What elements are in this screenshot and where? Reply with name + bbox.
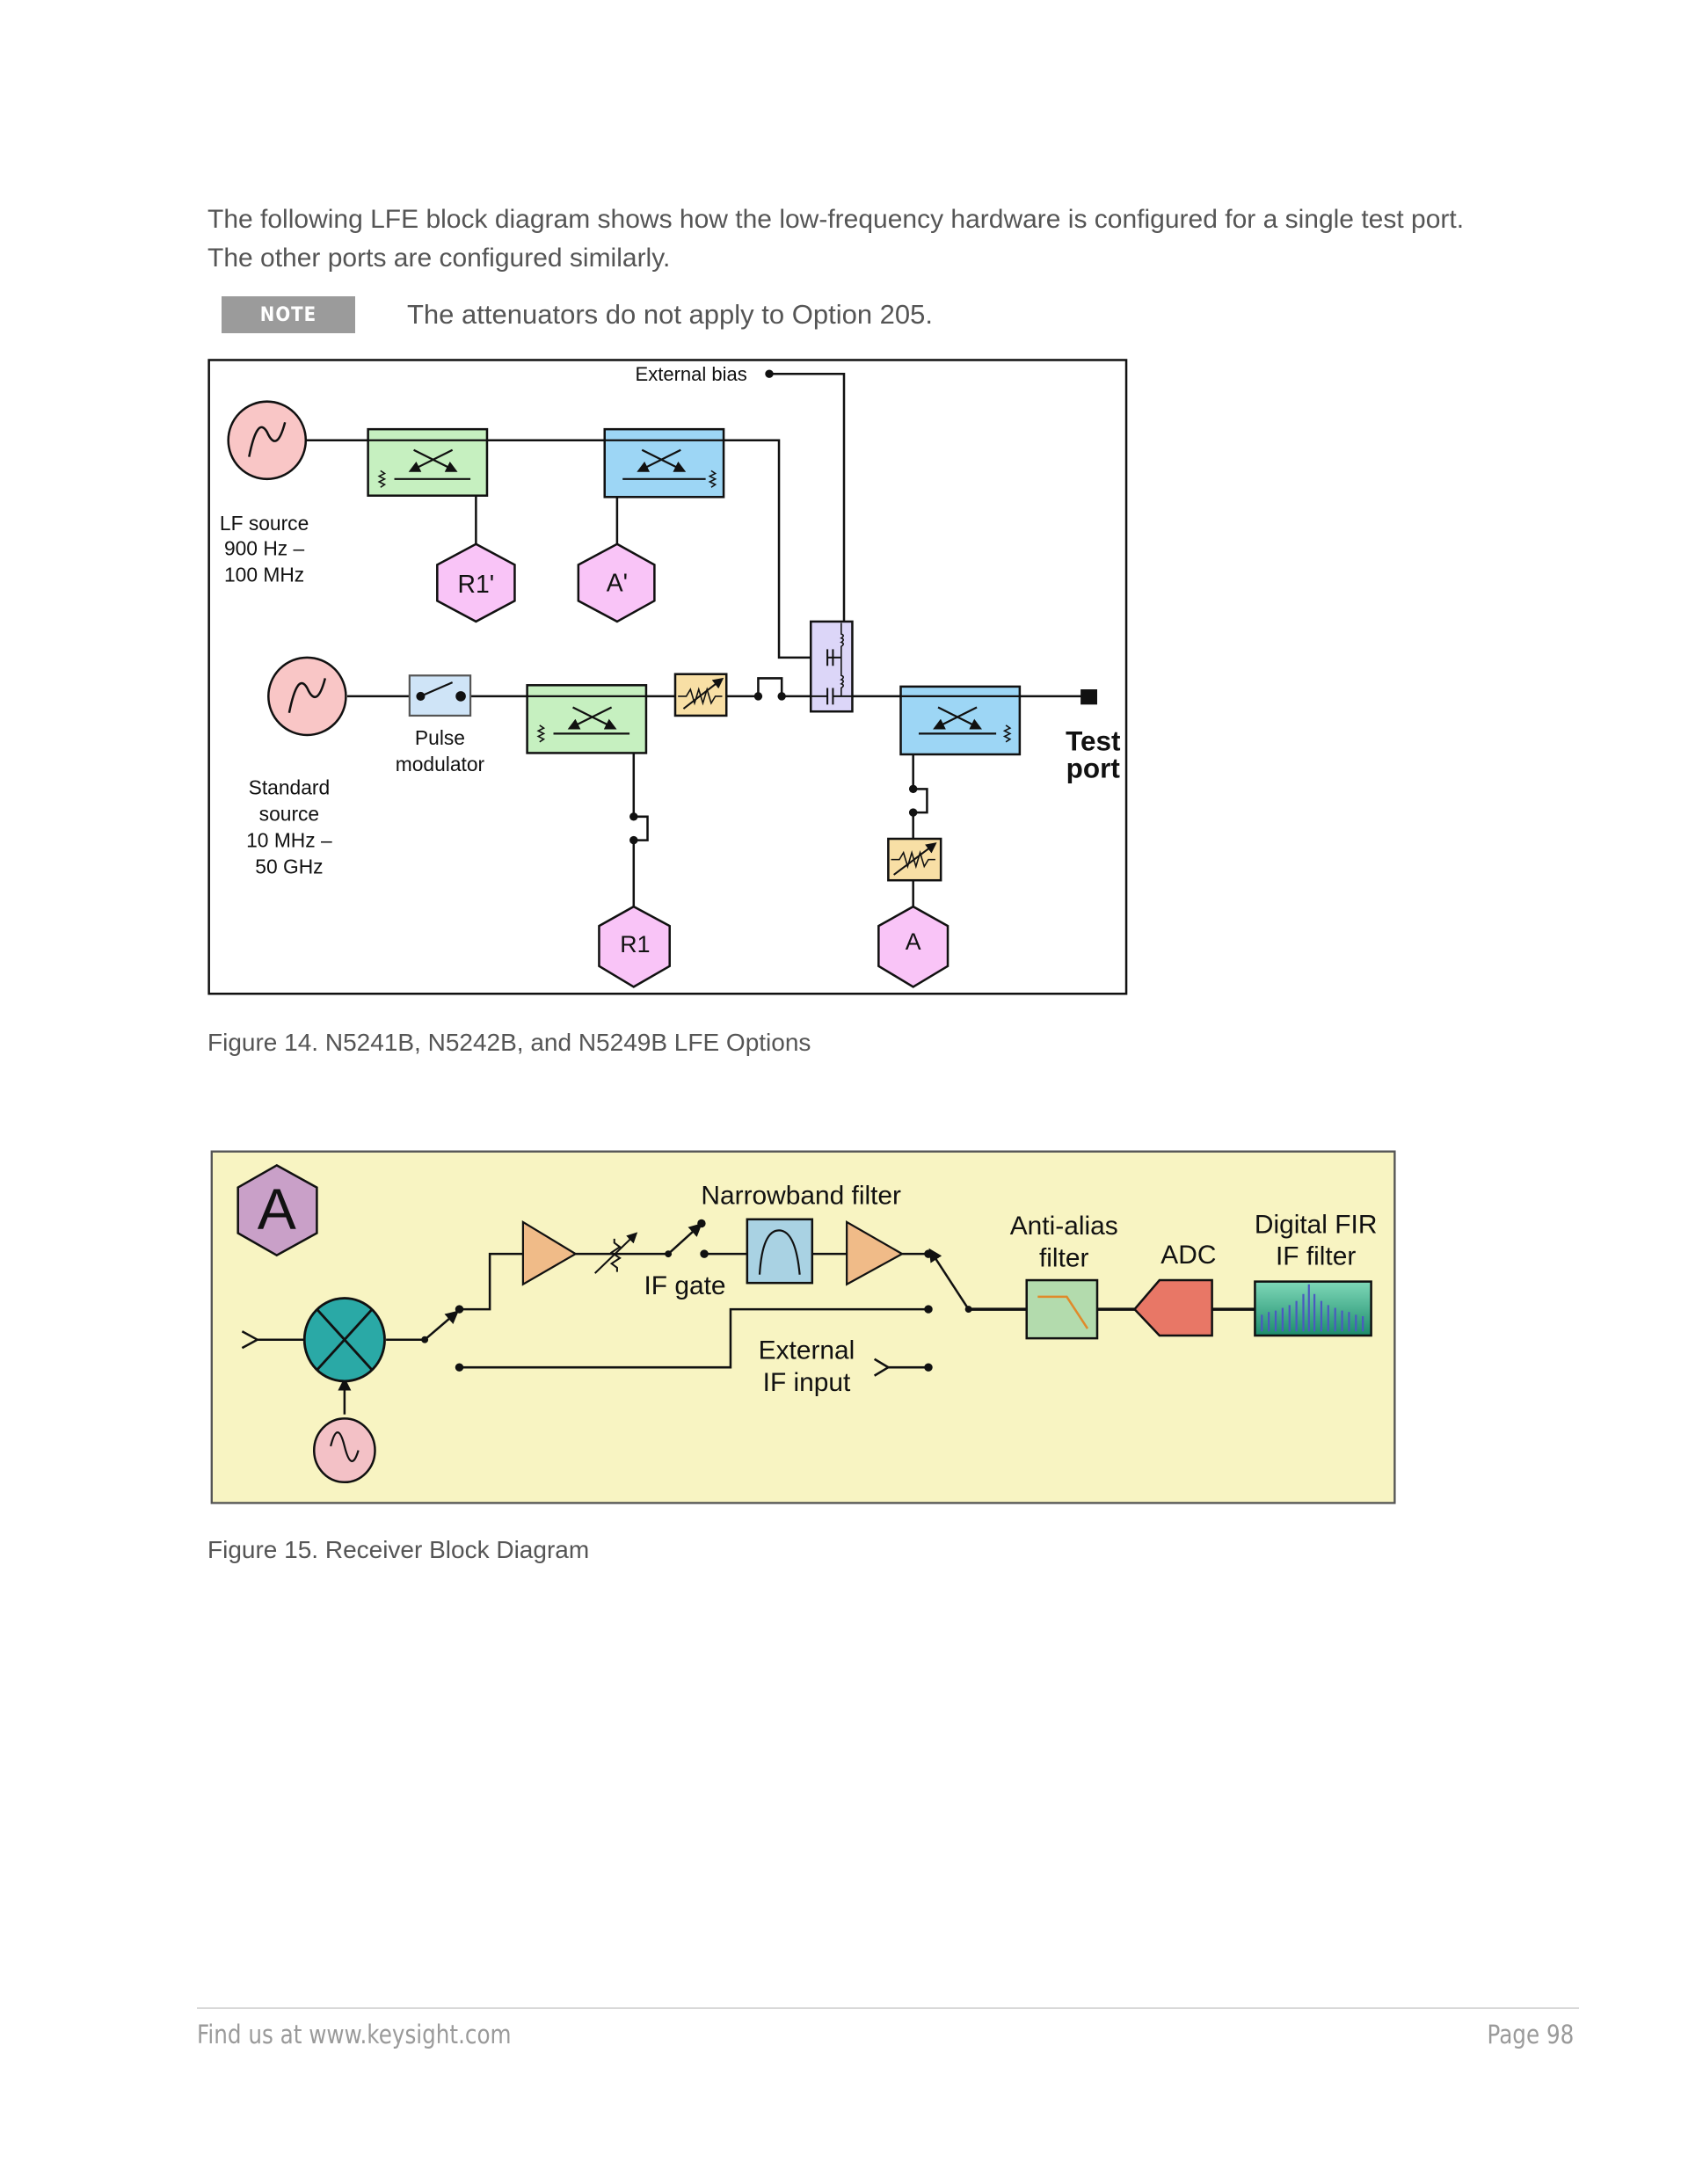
local-oscillator-icon xyxy=(312,1417,376,1484)
test-port-label: Test port xyxy=(1066,725,1121,783)
test-port-connector xyxy=(1080,689,1097,705)
figure-15-caption: Figure 15. Receiver Block Diagram xyxy=(207,1536,590,1563)
svg-text:filter: filter xyxy=(1039,1243,1089,1272)
receiver-a-hexagon-label: A xyxy=(258,1177,296,1242)
anti-alias-filter-label: Anti-alias filter xyxy=(1010,1212,1118,1272)
note-badge: NOTE xyxy=(222,296,355,333)
svg-text:Test: Test xyxy=(1066,725,1121,756)
if-amplifier-2-icon xyxy=(846,1220,905,1286)
svg-text:Standard: Standard xyxy=(249,776,331,799)
anti-alias-filter-icon xyxy=(1025,1278,1099,1340)
coupler-r1 xyxy=(526,684,648,754)
svg-text:Anti-alias: Anti-alias xyxy=(1010,1212,1118,1241)
note-text: The attenuators do not apply to Option 2… xyxy=(407,299,934,330)
digital-fir-filter-icon xyxy=(1254,1280,1372,1337)
coupler-a xyxy=(899,685,1022,756)
svg-text:50 GHz: 50 GHz xyxy=(255,855,323,877)
external-if-input-label: External IF input xyxy=(759,1336,855,1397)
svg-text:modulator: modulator xyxy=(396,753,485,775)
receiver-r1prime-label: R1' xyxy=(458,571,495,599)
svg-text:Digital FIR: Digital FIR xyxy=(1255,1211,1378,1240)
svg-text:IF filter: IF filter xyxy=(1276,1242,1356,1271)
svg-text:10 MHz –: 10 MHz – xyxy=(246,828,332,851)
figure-14-caption: Figure 14. N5241B, N5242B, and N5249B LF… xyxy=(207,1029,811,1056)
figure-14-lfe-diagram: R1' A' R1 A External bias LF source 900 … xyxy=(207,359,1128,995)
variable-gain-icon xyxy=(594,1232,638,1274)
narrowband-filter-label: Narrowband filter xyxy=(701,1181,901,1210)
receiver-r1prime: R1' xyxy=(436,542,516,623)
bias-tee xyxy=(809,620,854,713)
receiver-aprime: A' xyxy=(577,542,656,623)
svg-text:900 Hz –: 900 Hz – xyxy=(224,536,305,559)
adc-icon xyxy=(1132,1278,1213,1337)
attenuator-source xyxy=(673,673,728,717)
lf-source-label: LF source 900 Hz – 100 MHz xyxy=(220,512,309,586)
receiver-a-hexagon: A xyxy=(236,1163,318,1257)
svg-text:source: source xyxy=(259,803,319,826)
svg-text:port: port xyxy=(1066,753,1121,784)
coupler-aprime xyxy=(603,427,725,499)
receiver-a-label: A xyxy=(906,928,921,955)
svg-text:External: External xyxy=(759,1336,855,1365)
pulse-modulator-label: Pulse modulator xyxy=(396,726,485,775)
attenuator-receiver xyxy=(887,837,942,882)
pulse-modulator-switch xyxy=(408,674,472,717)
mixer-icon xyxy=(302,1297,386,1383)
digital-fir-filter-label: Digital FIR IF filter xyxy=(1255,1211,1378,1271)
svg-text:100 MHz: 100 MHz xyxy=(224,563,304,586)
if-amplifier-1-icon xyxy=(521,1219,578,1286)
footer-website-link[interactable]: Find us at www.keysight.com xyxy=(197,2020,512,2049)
if-gate-label: IF gate xyxy=(644,1271,725,1300)
figure-15-background xyxy=(210,1150,1396,1504)
junction-dots xyxy=(629,369,918,845)
receiver-r1: R1 xyxy=(598,905,671,988)
coupler-r1prime xyxy=(305,427,489,497)
svg-text:IF input: IF input xyxy=(763,1368,851,1397)
intro-paragraph: The following LFE block diagram shows ho… xyxy=(207,205,1465,273)
lf-source-icon xyxy=(227,400,308,481)
adc-label: ADC xyxy=(1160,1241,1216,1270)
svg-text:LF source: LF source xyxy=(220,512,309,535)
page-number: Page 98 xyxy=(1487,2020,1574,2049)
narrowband-filter-icon xyxy=(746,1218,814,1285)
footer-divider xyxy=(197,2007,1579,2009)
external-bias-label: External bias xyxy=(636,363,747,385)
receiver-aprime-label: A' xyxy=(607,569,628,597)
receiver-a: A xyxy=(877,905,950,988)
switch-contacts xyxy=(421,1219,972,1372)
standard-source-label: Standard source 10 MHz – 50 GHz xyxy=(246,776,332,878)
standard-source-icon xyxy=(267,656,347,737)
receiver-r1-label: R1 xyxy=(620,931,650,957)
svg-text:Pulse: Pulse xyxy=(415,726,465,749)
